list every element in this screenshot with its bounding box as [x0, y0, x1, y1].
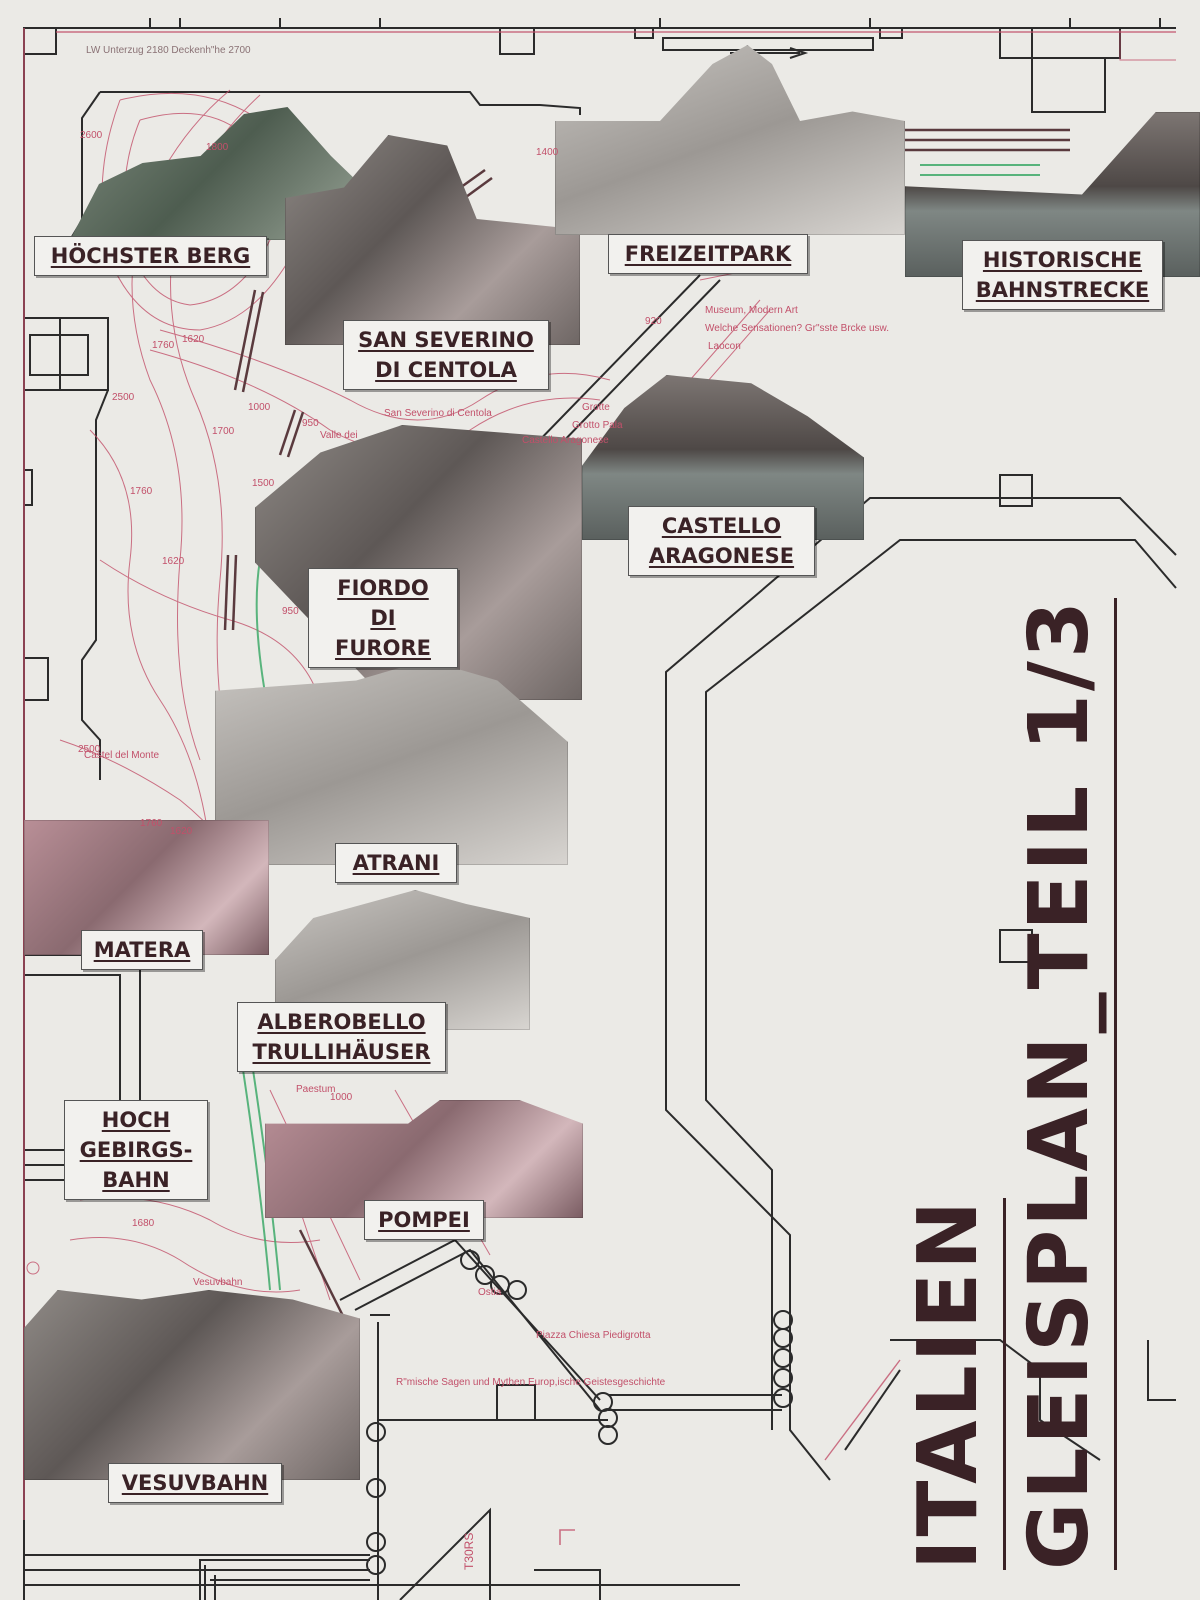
- note-t30rs: T30RS: [462, 1532, 476, 1570]
- note-piedigrotta: Piazza Chiesa Piedigrotta: [536, 1330, 651, 1341]
- elev-1760a: 1760: [152, 340, 175, 351]
- note-valle: Valle dei: [320, 430, 358, 441]
- photo-atrani: [215, 660, 568, 865]
- elev-1000b: 1000: [330, 1092, 353, 1103]
- elev-2500a: 2500: [112, 392, 135, 403]
- label-vesuvbahn: VESUVBAHN: [108, 1463, 282, 1503]
- elev-1620b: 1620: [162, 556, 185, 567]
- elev-1760c: 1760: [140, 818, 163, 829]
- elev-1760b: 1760: [130, 486, 153, 497]
- elev-2600: 2600: [80, 130, 103, 141]
- elev-1700: 1700: [212, 426, 235, 437]
- elev-950b: 950: [282, 606, 299, 617]
- note-laocon: Laocon: [708, 341, 741, 352]
- elev-920: 920: [645, 316, 662, 327]
- elev-1400: 1400: [536, 147, 559, 158]
- elev-2500b: 2500: [78, 744, 101, 755]
- label-hochgebirgsbahn: HOCH GEBIRGS- BAHN: [64, 1100, 208, 1200]
- label-historische-bahnstrecke: HISTORISCHE BAHNSTRECKE: [962, 240, 1163, 310]
- label-freizeitpark: FREIZEITPARK: [608, 234, 808, 274]
- note-vesuvbahn: Vesuvbahn: [193, 1277, 243, 1288]
- poster-title: ITALIEN GLEISPLAN_TEIL 1/3: [895, 590, 1117, 1570]
- note-grotte: Grotte: [582, 402, 610, 413]
- label-atrani: ATRANI: [335, 843, 457, 883]
- photo-vesuvbahn: [24, 1290, 360, 1480]
- label-alberobello: ALBEROBELLO TRULLIHÄUSER: [237, 1002, 446, 1072]
- title-line-2: GLEISPLAN_TEIL 1/3: [1006, 598, 1117, 1570]
- note-castel-monte: Castel del Monte: [84, 750, 160, 761]
- elev-950a: 950: [302, 418, 319, 429]
- label-pompei: POMPEI: [364, 1200, 484, 1240]
- elev-1500: 1500: [252, 478, 275, 489]
- note-ostia: Ostia: [478, 1287, 502, 1298]
- note-sagen: R"mische Sagen und Mythen Europ,ische Ge…: [396, 1377, 666, 1388]
- note-san-severino: San Severino di Centola: [384, 408, 492, 419]
- elev-1000a: 1000: [248, 402, 271, 413]
- title-line-1: ITALIEN: [895, 1198, 1006, 1570]
- label-matera: MATERA: [81, 930, 203, 970]
- note-paestum: Paestum: [296, 1084, 336, 1095]
- elev-1620a: 1620: [182, 334, 205, 345]
- label-fiordo-di-furore: FIORDO DI FURORE: [308, 568, 458, 668]
- note-museum: Museum, Modern Art: [705, 305, 798, 316]
- elev-1800: 1800: [206, 142, 229, 153]
- elev-1620c: 1620: [170, 826, 193, 837]
- note-sensationen: Welche Sensationen? Gr"sste Brcke usw.: [705, 323, 890, 334]
- label-san-severino: SAN SEVERINO DI CENTOLA: [343, 320, 549, 390]
- label-castello-aragonese: CASTELLO ARAGONESE: [628, 506, 815, 576]
- label-hoechster-berg: HÖCHSTER BERG: [34, 236, 267, 276]
- elev-1680: 1680: [132, 1218, 155, 1229]
- note-grotto-pala: Grotto Pala: [572, 420, 623, 431]
- plan-header-note: LW Unterzug 2180 Deckenh"he 2700: [86, 45, 251, 56]
- note-castello: Castello Aragonese: [522, 435, 609, 446]
